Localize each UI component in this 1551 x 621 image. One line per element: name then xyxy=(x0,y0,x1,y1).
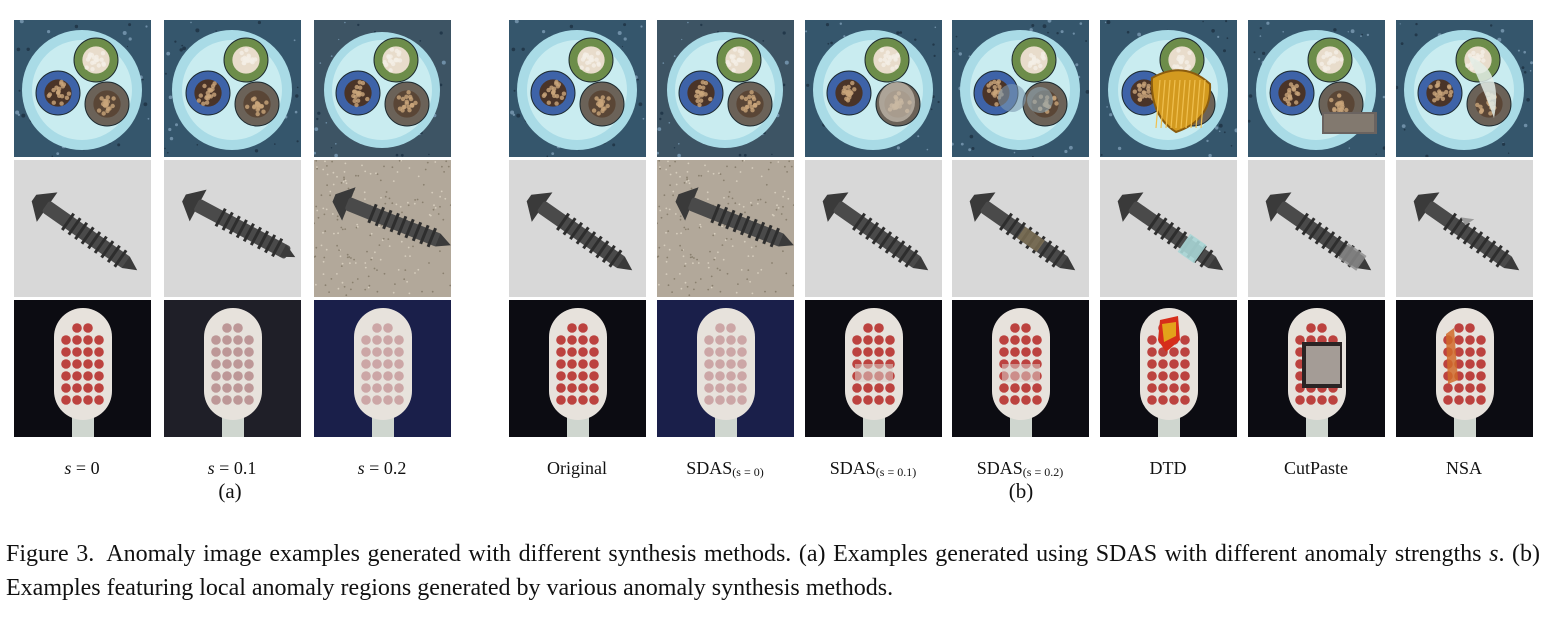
panel-b-column-label: Original xyxy=(497,458,657,479)
panel-b-column-label: CutPaste xyxy=(1236,458,1396,479)
strength-symbol: s xyxy=(207,458,215,478)
method-name: NSA xyxy=(1445,458,1482,478)
panel-a-cable-image xyxy=(314,20,451,157)
panel-b-sublabel: (b) xyxy=(1008,479,1034,503)
strength-value: = 0.2 xyxy=(364,458,407,478)
panel-b-screw-image xyxy=(657,160,794,297)
caption-label: Figure 3. xyxy=(6,541,95,567)
panel-a-toothbrush-image xyxy=(314,300,451,437)
panel-b-screw-image xyxy=(1396,160,1533,297)
panel-b-screw-image xyxy=(952,160,1089,297)
panel-a-toothbrush-image xyxy=(14,300,151,437)
panel-a-screw-image xyxy=(314,160,451,297)
panel-a-cable-image xyxy=(14,20,151,157)
panel-b-cable-image xyxy=(1396,20,1533,157)
panel-a-column-label: s = 0.1 xyxy=(152,458,312,479)
method-name: SDAS xyxy=(976,458,1023,478)
caption-text-2: . (b) Examples featuring local anomaly r… xyxy=(6,541,1540,601)
method-strength-subscript: (s = 0) xyxy=(732,465,764,479)
method-strength-subscript: (s = 0.2) xyxy=(1022,465,1064,479)
panel-a-column-label: s = 0 xyxy=(2,458,162,479)
strength-symbol: s xyxy=(64,458,72,478)
panel-a-sublabel: (a) xyxy=(218,479,242,503)
panel-b-screw-image xyxy=(805,160,942,297)
panel-b-cable-image xyxy=(657,20,794,157)
panel-b-screw-image xyxy=(1100,160,1237,297)
panel-b-toothbrush-image xyxy=(509,300,646,437)
panel-b-cable-image xyxy=(805,20,942,157)
panel-b-toothbrush-image xyxy=(1248,300,1385,437)
panel-b-toothbrush-image xyxy=(805,300,942,437)
panel-b-column-label: SDAS(s = 0) xyxy=(645,458,805,480)
method-name: SDAS xyxy=(829,458,876,478)
panel-b-cable-image xyxy=(509,20,646,157)
method-name: DTD xyxy=(1149,458,1187,478)
panel-b-cable-image xyxy=(1100,20,1237,157)
panel-b-cable-image xyxy=(952,20,1089,157)
method-name: SDAS xyxy=(686,458,733,478)
panel-b-toothbrush-image xyxy=(1100,300,1237,437)
panel-b-column-label: SDAS(s = 0.1) xyxy=(793,458,953,480)
panel-a-column-label: s = 0.2 xyxy=(302,458,462,479)
strength-value: = 0 xyxy=(71,458,100,478)
panel-b-screw-image xyxy=(509,160,646,297)
panel-a-cable-image xyxy=(164,20,301,157)
method-name: CutPaste xyxy=(1283,458,1348,478)
panel-a-screw-image xyxy=(164,160,301,297)
method-name: Original xyxy=(547,458,607,478)
panel-b-screw-image xyxy=(1248,160,1385,297)
panel-b-toothbrush-image xyxy=(657,300,794,437)
panel-b-column-label: DTD xyxy=(1088,458,1248,479)
panel-a-toothbrush-image xyxy=(164,300,301,437)
strength-symbol: s xyxy=(357,458,365,478)
method-strength-subscript: (s = 0.1) xyxy=(875,465,917,479)
panel-a-screw-image xyxy=(14,160,151,297)
panel-b-column-label: NSA xyxy=(1384,458,1544,479)
figure-caption: Figure 3. Anomaly image examples generate… xyxy=(6,537,1540,605)
strength-value: = 0.1 xyxy=(214,458,257,478)
caption-symbol: s xyxy=(1489,541,1499,567)
panel-b-toothbrush-image xyxy=(1396,300,1533,437)
panel-b-toothbrush-image xyxy=(952,300,1089,437)
panel-b-cable-image xyxy=(1248,20,1385,157)
panel-b-column-label: SDAS(s = 0.2) xyxy=(940,458,1100,480)
caption-text-1: Anomaly image examples generated with di… xyxy=(106,541,1490,567)
